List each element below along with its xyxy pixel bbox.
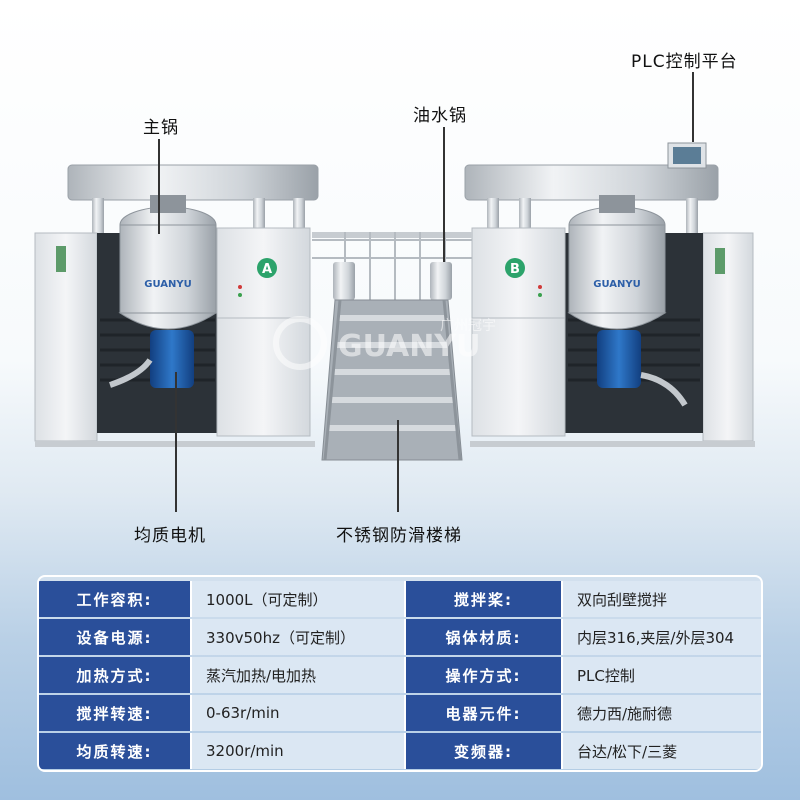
spec-label: 均质转速:	[39, 733, 192, 769]
spec-label: 变频器:	[406, 733, 563, 769]
leader-line-plc	[692, 72, 694, 142]
leader-line-stairs	[397, 420, 399, 512]
badge-b-text: B	[510, 262, 520, 277]
spec-label: 设备电源:	[39, 619, 192, 655]
badge-a-text: A	[262, 262, 272, 277]
spec-value: PLC控制	[563, 657, 761, 693]
spec-label: 搅拌桨:	[406, 581, 563, 617]
label-plate	[56, 246, 66, 272]
homogenizer-motor-b	[597, 330, 641, 388]
spec-label: 工作容积:	[39, 581, 192, 617]
tank-logo-b: GUANYU	[593, 279, 641, 290]
spec-value: 双向刮壁搅拌	[563, 581, 761, 617]
watermark-cn: 广州冠宇	[440, 318, 496, 334]
callout-stairs: 不锈钢防滑楼梯	[336, 526, 462, 546]
spec-row: 加热方式: 蒸汽加热/电加热 操作方式: PLC控制	[39, 657, 761, 693]
lift-beam-a	[67, 164, 319, 201]
spec-value: 0-63r/min	[192, 695, 406, 731]
callout-oil-water-pot: 油水锅	[413, 106, 467, 126]
platform-and-stairs	[312, 232, 472, 461]
badge-b	[505, 258, 525, 278]
side-cabinet-right	[702, 232, 754, 442]
watermark-latin: GUANYU	[338, 329, 480, 364]
spec-label: 操作方式:	[406, 657, 563, 693]
spec-row: 均质转速: 3200r/min 变频器: 台达/松下/三菱	[39, 733, 761, 769]
leader-line-oil-water-pot	[443, 127, 445, 262]
stairs	[321, 299, 463, 461]
main-tank-b	[568, 224, 666, 314]
oil-water-pot	[430, 262, 452, 300]
unit-b: GUANYU B	[464, 142, 755, 447]
spec-row: 搅拌转速: 0-63r/min 电器元件: 德力西/施耐德	[39, 695, 761, 731]
spec-value: 台达/松下/三菱	[563, 733, 761, 769]
spec-value: 1000L（可定制）	[192, 581, 406, 617]
tank-logo: GUANYU	[144, 279, 192, 290]
spec-label: 加热方式:	[39, 657, 192, 693]
machine-illustration: GUANYU A GUANYU	[34, 142, 755, 461]
callout-plc: PLC控制平台	[631, 52, 738, 72]
spec-table: 工作容积: 1000L（可定制） 搅拌桨: 双向刮壁搅拌 设备电源: 330v5…	[37, 575, 763, 772]
main-tank	[119, 224, 217, 314]
oil-water-pot	[333, 262, 355, 300]
watermark-logo: GUANYU 广州冠宇	[273, 316, 496, 370]
spec-label: 锅体材质:	[406, 619, 563, 655]
spec-value: 蒸汽加热/电加热	[192, 657, 406, 693]
spec-value: 内层316,夹层/外层304	[563, 619, 761, 655]
spec-value: 330v50hz（可定制）	[192, 619, 406, 655]
leader-line-main-pot	[158, 139, 160, 234]
spec-value: 德力西/施耐德	[563, 695, 761, 731]
spec-label: 电器元件:	[406, 695, 563, 731]
lift-column	[92, 198, 104, 238]
spec-value: 3200r/min	[192, 733, 406, 769]
lift-beam-b	[464, 164, 719, 201]
spec-row: 设备电源: 330v50hz（可定制） 锅体材质: 内层316,夹层/外层304	[39, 619, 761, 655]
callout-homogenizer-motor: 均质电机	[134, 526, 206, 546]
unit-a: GUANYU A	[34, 164, 319, 447]
homogenizer-motor-a	[150, 330, 194, 388]
badge-a	[257, 258, 277, 278]
callout-main-pot: 主锅	[143, 118, 179, 138]
spec-row: 工作容积: 1000L（可定制） 搅拌桨: 双向刮壁搅拌	[39, 581, 761, 617]
leader-line-homogenizer-motor	[175, 372, 177, 512]
spec-label: 搅拌转速:	[39, 695, 192, 731]
tank-reducer	[150, 195, 186, 213]
